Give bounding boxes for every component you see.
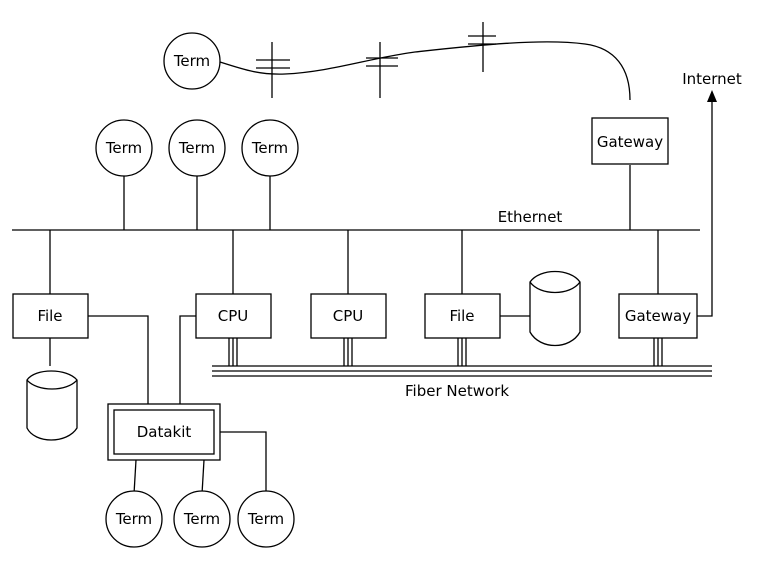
term-label: Term xyxy=(183,510,220,528)
fiber-connection xyxy=(457,338,467,366)
fiber-network-bus xyxy=(212,365,712,377)
gateway-label: Gateway xyxy=(597,133,663,151)
telephone-line xyxy=(219,41,631,101)
disk-icon xyxy=(26,370,78,441)
datakit-term-link xyxy=(133,459,137,495)
cpu-datakit-link xyxy=(179,315,196,404)
term-label: Term xyxy=(105,139,142,157)
term-label: Term xyxy=(173,52,210,70)
internet-label: Internet xyxy=(682,70,742,88)
internet-link xyxy=(697,96,713,317)
file-server-node: File xyxy=(12,293,89,339)
datakit-term-link xyxy=(201,459,205,495)
ethernet-label: Ethernet xyxy=(498,208,563,226)
fiber-network-label: Fiber Network xyxy=(405,382,509,400)
telephone-pole xyxy=(256,42,290,98)
arrow-up-icon xyxy=(707,90,717,102)
file-datakit-link xyxy=(88,315,149,404)
datakit-term-link xyxy=(220,431,267,492)
gateway-node: Gateway xyxy=(591,117,669,165)
term-node: Term xyxy=(168,119,226,177)
term-node: Term xyxy=(241,119,299,177)
term-label: Term xyxy=(247,510,284,528)
fiber-connection xyxy=(343,338,353,366)
file-server-node: File xyxy=(424,293,501,339)
datakit-label: Datakit xyxy=(137,423,192,441)
file-label: File xyxy=(449,307,474,325)
term-node: Term xyxy=(163,32,221,90)
term-node: Term xyxy=(173,490,231,548)
term-label: Term xyxy=(115,510,152,528)
cpu-server-node: CPU xyxy=(310,293,387,339)
fiber-connection xyxy=(228,338,238,366)
gateway-node: Gateway xyxy=(618,293,698,339)
telephone-pole xyxy=(468,22,496,72)
term-node: Term xyxy=(237,490,295,548)
term-node: Term xyxy=(95,119,153,177)
term-label: Term xyxy=(251,139,288,157)
cpu-label: CPU xyxy=(333,307,364,325)
term-label: Term xyxy=(178,139,215,157)
cpu-label: CPU xyxy=(218,307,249,325)
datakit-node: Datakit xyxy=(107,403,221,461)
gateway-label: Gateway xyxy=(625,307,691,325)
fiber-connection xyxy=(653,338,663,366)
telephone-pole xyxy=(366,42,398,98)
file-label: File xyxy=(37,307,62,325)
cpu-server-node: CPU xyxy=(195,293,272,339)
term-node: Term xyxy=(105,490,163,548)
disk-icon xyxy=(529,270,581,346)
